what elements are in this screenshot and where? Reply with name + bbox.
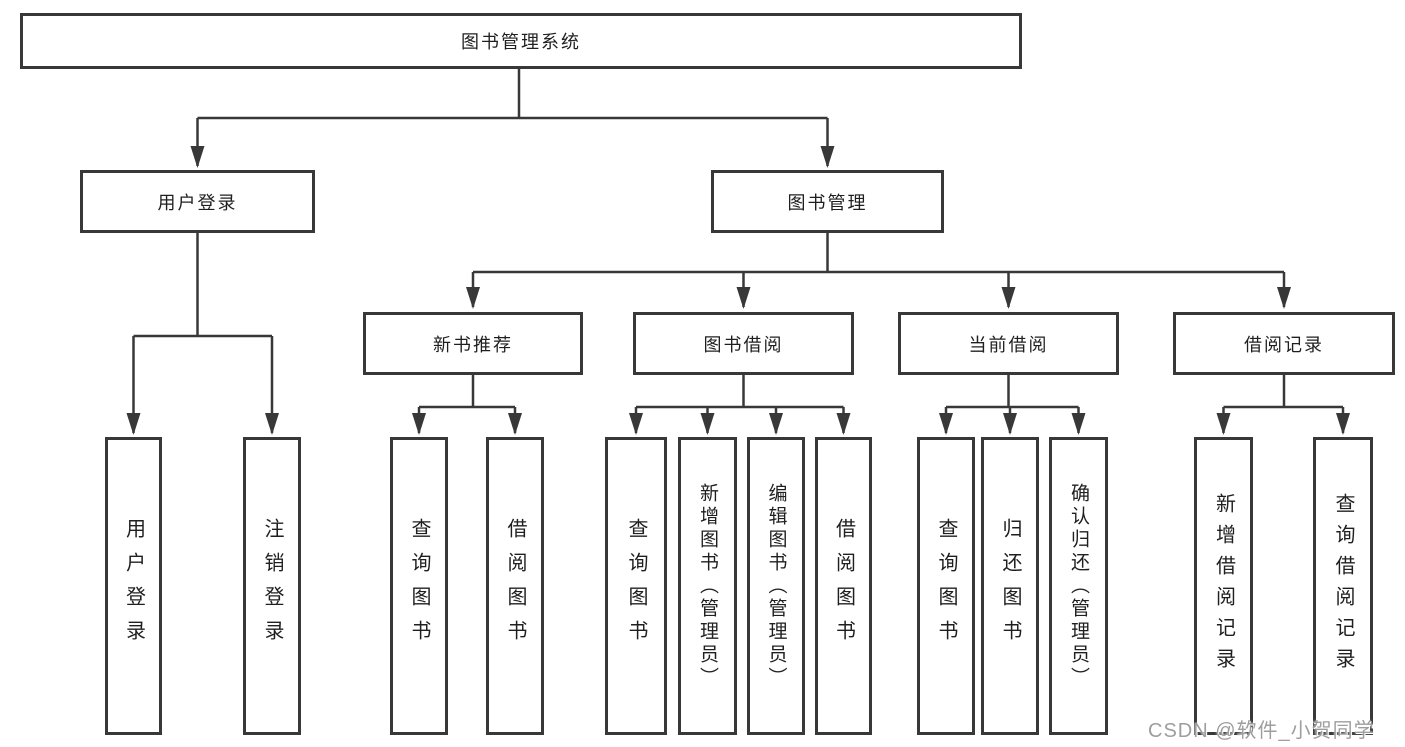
- node-new-book-recommend-label: 新书推荐: [433, 334, 513, 355]
- leaf-query-borrow-record-label: 查询借阅记录: [1332, 493, 1354, 679]
- node-user-login-label: 用户登录: [157, 192, 238, 213]
- leaf-logout-label: 注销登录: [261, 518, 283, 654]
- leaf-add-books-admin: 新增图书（管理员）: [678, 437, 737, 735]
- leaf-query-borrow-record: 查询借阅记录: [1313, 437, 1373, 735]
- csdn-watermark: CSDN @软件_小贺同学: [1148, 720, 1375, 742]
- leaf-query-books-2-label: 查询图书: [625, 518, 647, 654]
- leaf-borrow-books-2-label: 借阅图书: [832, 518, 855, 654]
- leaf-add-borrow-record-label: 新增借阅记录: [1212, 493, 1235, 679]
- leaf-edit-books-admin-label: 编辑图书（管理员）: [765, 482, 787, 690]
- leaf-user-login-label: 用户登录: [122, 518, 145, 654]
- leaf-confirm-return-admin: 确认归还（管理员）: [1049, 437, 1108, 735]
- leaf-query-books-1-label: 查询图书: [408, 518, 430, 654]
- connector-newbooks-to-leaves: [419, 375, 515, 409]
- connector-root-to-level2: [197, 68, 828, 120]
- node-book-borrowing-label: 图书借阅: [703, 334, 784, 355]
- node-user-login: 用户登录: [80, 170, 315, 233]
- leaf-borrow-books-1: 借阅图书: [486, 437, 544, 735]
- leaf-add-borrow-record: 新增借阅记录: [1194, 437, 1253, 735]
- leaf-edit-books-admin: 编辑图书（管理员）: [747, 437, 805, 735]
- leaf-return-books: 归还图书: [981, 437, 1039, 735]
- leaf-add-books-admin-label: 新增图书（管理员）: [697, 482, 718, 690]
- connector-userlogin-to-leaves: [133, 233, 272, 338]
- leaf-query-books-3-label: 查询图书: [935, 518, 957, 654]
- node-book-borrowing: 图书借阅: [633, 312, 854, 375]
- node-borrowing-records-label: 借阅记录: [1244, 334, 1324, 355]
- connector-borrow-to-leaves: [636, 375, 844, 409]
- connector-records-to-leaves: [1223, 375, 1343, 409]
- node-borrowing-records: 借阅记录: [1173, 312, 1395, 375]
- node-current-borrowing-label: 当前借阅: [968, 334, 1049, 355]
- leaf-logout: 注销登录: [243, 437, 301, 735]
- node-book-management: 图书管理: [711, 170, 944, 233]
- connector-bookmgmt-to-level3: [473, 233, 1284, 274]
- node-root-label: 图书管理系统: [461, 32, 581, 52]
- node-new-book-recommend: 新书推荐: [363, 312, 583, 375]
- leaf-query-books-2: 查询图书: [605, 437, 667, 735]
- leaf-borrow-books-1-label: 借阅图书: [504, 518, 526, 654]
- node-book-management-label: 图书管理: [787, 192, 868, 213]
- leaf-query-books-3: 查询图书: [917, 437, 975, 735]
- leaf-borrow-books-2: 借阅图书: [815, 437, 872, 735]
- leaf-query-books-1: 查询图书: [390, 437, 448, 735]
- leaf-return-books-label: 归还图书: [999, 518, 1021, 654]
- leaf-user-login: 用户登录: [105, 437, 162, 735]
- leaf-confirm-return-admin-label: 确认归还（管理员）: [1068, 482, 1089, 690]
- node-root-system: 图书管理系统: [20, 13, 1022, 69]
- node-current-borrowing: 当前借阅: [898, 312, 1119, 375]
- connector-current-to-leaves: [946, 375, 1079, 409]
